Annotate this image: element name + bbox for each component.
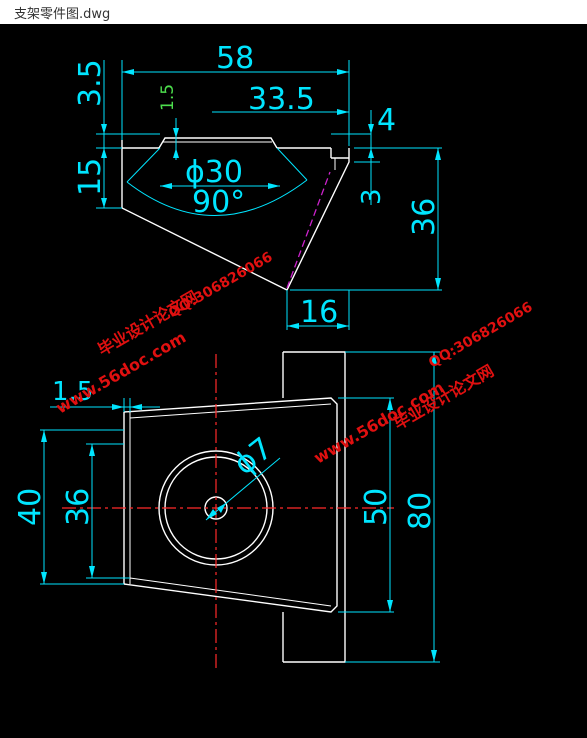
watermark-qq-left: QQ:306826066 <box>166 249 275 321</box>
window-title: 支架零件图.dwg <box>14 7 111 22</box>
dim-offset-33-5: 33.5 <box>248 82 315 117</box>
bottom-view-arrows <box>41 352 437 662</box>
dim-flange-1-5: 1.5 <box>52 377 93 407</box>
top-view-dimension-lines <box>96 60 442 330</box>
dim-angle-90: 90° <box>192 185 245 220</box>
dim-height-36-top: 36 <box>407 198 442 236</box>
watermark-qq-right: QQ:306826066 <box>426 299 535 371</box>
dim-bore-30: ϕ30 <box>185 155 243 190</box>
top-view-arrows <box>101 69 441 329</box>
bottom-view-dimension-lines <box>40 351 440 663</box>
dim-base-16: 16 <box>300 295 338 330</box>
watermark-site-right: www.56doc.com <box>311 378 448 468</box>
watermark-left: www.56doc.com 毕业设计论文网 QQ:306826066 <box>53 249 276 417</box>
centerlines <box>62 354 394 668</box>
dim-outer-40: 40 <box>13 488 48 526</box>
drawing-canvas[interactable]: 58 3.5 1.5 33.5 4 15 ϕ30 90° 3 36 16 <box>0 24 587 734</box>
dim-height-50: 50 <box>359 488 394 526</box>
window-titlebar: 支架零件图.dwg <box>0 0 587 25</box>
watermark-right: www.56doc.com 毕业设计论文网 QQ:306826066 <box>311 299 536 467</box>
bottom-view-outline <box>123 351 346 663</box>
cad-drawing: 58 3.5 1.5 33.5 4 15 ϕ30 90° 3 36 16 <box>13 41 536 668</box>
dim-height-3: 3 <box>357 188 387 205</box>
dim-width-58: 58 <box>216 41 254 76</box>
dim-height-80: 80 <box>403 492 438 530</box>
dim-inner-36: 36 <box>61 488 96 526</box>
hidden-line <box>286 171 331 289</box>
dim-hole-7: ϕ7 <box>227 431 279 483</box>
dim-gap-1-5: 1.5 <box>158 84 178 111</box>
dim-thick-3-5: 3.5 <box>73 59 108 107</box>
dim-rib-4: 4 <box>377 103 396 138</box>
dim-height-15: 15 <box>73 158 108 196</box>
